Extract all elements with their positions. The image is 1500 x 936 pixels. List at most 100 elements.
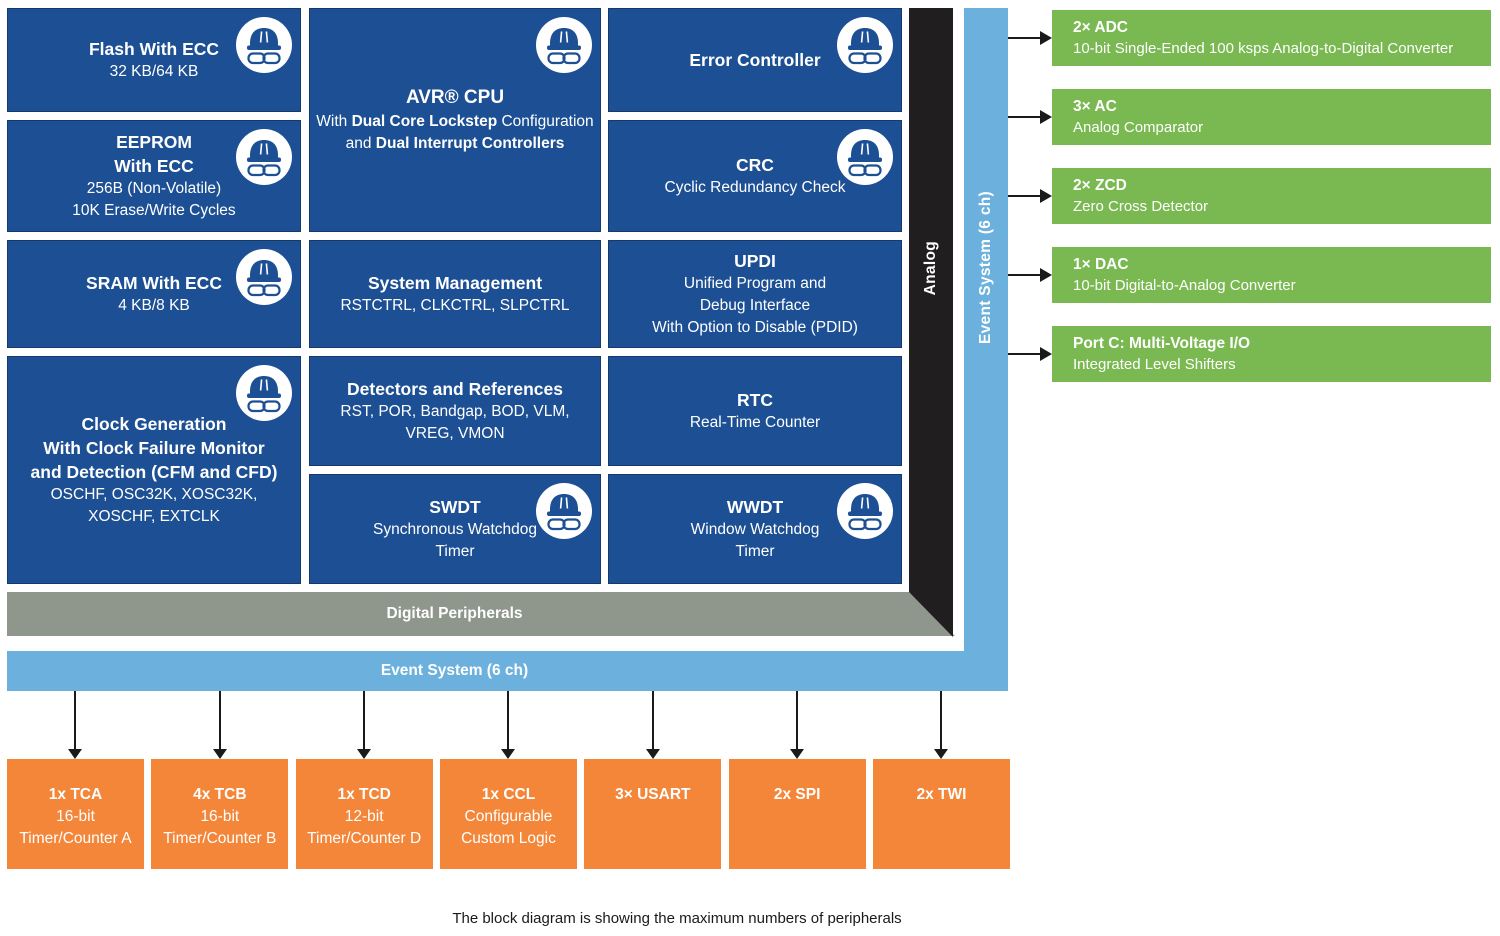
arrow-head bbox=[646, 749, 660, 759]
arrow-head bbox=[1040, 268, 1052, 282]
event-arrow-down bbox=[213, 691, 227, 759]
arrow-shaft bbox=[219, 691, 221, 749]
block-subtitle: Debug Interface bbox=[699, 297, 811, 314]
digital-box-tcb: 4x TCB 16-bit Timer/Counter B bbox=[151, 759, 289, 869]
block-subtitle: Timer bbox=[735, 543, 775, 560]
digital-peripherals-bar: Digital Peripherals bbox=[7, 592, 955, 636]
block-subtitle: RSTCTRL, CLKCTRL, SLPCTRL bbox=[340, 297, 570, 314]
event-system-vertical-label: Event System (6 ch) bbox=[977, 191, 994, 345]
safety-helmet-icon bbox=[536, 17, 592, 73]
block-updi: UPDI Unified Program and Debug Interface… bbox=[608, 240, 902, 348]
block-title: Error Controller bbox=[689, 50, 821, 70]
arrow-shaft bbox=[940, 691, 942, 749]
analog-box-ac: 3× AC Analog Comparator bbox=[1052, 89, 1491, 145]
digital-box-tcd: 1x TCD 12-bit Timer/Counter D bbox=[295, 759, 433, 869]
arrow-shaft bbox=[363, 691, 365, 749]
block-swdt: SWDT Synchronous Watchdog Timer bbox=[309, 474, 601, 584]
analog-box-title: 3× AC bbox=[1073, 98, 1117, 115]
arrow-shaft bbox=[652, 691, 654, 749]
block-subtitle: Real-Time Counter bbox=[689, 414, 821, 431]
block-subtitle: Synchronous Watchdog bbox=[373, 521, 537, 538]
arrow-head bbox=[501, 749, 515, 759]
block-system-management: System Management RSTCTRL, CLKCTRL, SLPC… bbox=[309, 240, 601, 348]
block-subtitle: With Dual Core Lockstep Configuration bbox=[316, 113, 594, 130]
digital-box-line: Timer/Counter D bbox=[307, 830, 422, 847]
block-detectors-references: Detectors and References RST, POR, Bandg… bbox=[309, 356, 601, 466]
safety-helmet-icon bbox=[837, 17, 893, 73]
safety-helmet-icon bbox=[837, 129, 893, 185]
digital-box-tca: 1x TCA 16-bit Timer/Counter A bbox=[7, 759, 144, 869]
block-title: Flash With ECC bbox=[88, 39, 220, 59]
digital-peripherals-row: 1x TCA 16-bit Timer/Counter A 4x TCB 16-… bbox=[7, 759, 1010, 869]
analog-label: Analog bbox=[922, 240, 939, 296]
safety-helmet-icon bbox=[536, 483, 592, 539]
digital-peripherals-label: Digital Peripherals bbox=[386, 605, 523, 622]
block-subtitle: 10K Erase/Write Cycles bbox=[72, 202, 236, 219]
arrow-head bbox=[934, 749, 948, 759]
analog-box-subtitle: Integrated Level Shifters bbox=[1073, 356, 1236, 373]
block-subtitle: Cyclic Redundancy Check bbox=[664, 179, 846, 196]
analog-box-title: Port C: Multi-Voltage I/O bbox=[1073, 335, 1251, 352]
digital-box-ccl: 1x CCL Configurable Custom Logic bbox=[439, 759, 577, 869]
safety-helmet-icon bbox=[837, 483, 893, 539]
block-subtitle: 32 KB/64 KB bbox=[109, 63, 199, 80]
arrow-head bbox=[790, 749, 804, 759]
digital-box-line: 16-bit bbox=[56, 808, 95, 825]
event-arrow-right bbox=[1008, 347, 1052, 361]
analog-box-title: 2× ZCD bbox=[1073, 177, 1127, 194]
digital-box-twi: 2x TWI bbox=[872, 759, 1010, 869]
block-title: With Clock Failure Monitor bbox=[43, 438, 265, 458]
digital-box-title: 2x TWI bbox=[916, 786, 967, 803]
digital-box-line: Custom Logic bbox=[461, 830, 556, 847]
event-arrow-down bbox=[357, 691, 371, 759]
block-title: RTC bbox=[737, 390, 773, 410]
event-arrow-right bbox=[1008, 268, 1052, 282]
safety-helmet-icon bbox=[236, 17, 292, 73]
digital-box-line: 16-bit bbox=[200, 808, 240, 825]
block-sram: SRAM With ECC 4 KB/8 KB bbox=[7, 240, 301, 348]
block-title: WWDT bbox=[726, 497, 784, 517]
digital-box-title: 1x TCA bbox=[48, 786, 103, 803]
block-subtitle: 256B (Non-Volatile) bbox=[86, 180, 222, 197]
analog-box-subtitle: 10-bit Single-Ended 100 ksps Analog-to-D… bbox=[1073, 40, 1454, 57]
block-rtc: RTC Real-Time Counter bbox=[608, 356, 902, 466]
block-title: UPDI bbox=[734, 251, 776, 271]
block-crc: CRC Cyclic Redundancy Check bbox=[608, 120, 902, 232]
arrow-shaft bbox=[1008, 195, 1041, 197]
analog-box-subtitle: 10-bit Digital-to-Analog Converter bbox=[1073, 277, 1296, 294]
arrow-head bbox=[213, 749, 227, 759]
digital-box-spi: 2x SPI bbox=[728, 759, 866, 869]
analog-box-zcd: 2× ZCD Zero Cross Detector bbox=[1052, 168, 1491, 224]
block-subtitle: and Dual Interrupt Controllers bbox=[345, 135, 565, 152]
arrow-shaft bbox=[796, 691, 798, 749]
analog-box-dac: 1× DAC 10-bit Digital-to-Analog Converte… bbox=[1052, 247, 1491, 303]
safety-helmet-icon bbox=[236, 129, 292, 185]
block-title: Clock Generation bbox=[81, 414, 227, 434]
digital-box-line: Configurable bbox=[464, 808, 553, 825]
arrow-head bbox=[1040, 110, 1052, 124]
block-title: System Management bbox=[367, 273, 543, 293]
diagram-caption: The block diagram is showing the maximum… bbox=[452, 910, 902, 927]
digital-box-title: 1x CCL bbox=[481, 786, 536, 803]
digital-box-title: 2x SPI bbox=[773, 786, 821, 803]
block-title: With ECC bbox=[114, 156, 194, 176]
analog-box-title: 1× DAC bbox=[1073, 256, 1129, 273]
block-title: SWDT bbox=[429, 497, 481, 517]
block-title: and Detection (CFM and CFD) bbox=[30, 462, 278, 482]
analog-box-title: 2× ADC bbox=[1073, 19, 1128, 36]
arrow-head bbox=[1040, 31, 1052, 45]
block-subtitle: Window Watchdog bbox=[690, 521, 820, 538]
block-title: SRAM With ECC bbox=[86, 273, 222, 293]
safety-helmet-icon bbox=[236, 365, 292, 421]
block-subtitle: VREG, VMON bbox=[405, 425, 505, 442]
arrow-head bbox=[68, 749, 82, 759]
block-eeprom: EEPROM With ECC 256B (Non-Volatile) 10K … bbox=[7, 120, 301, 232]
event-arrow-right bbox=[1008, 189, 1052, 203]
arrow-head bbox=[357, 749, 371, 759]
arrow-shaft bbox=[1008, 353, 1041, 355]
block-wwdt: WWDT Window Watchdog Timer bbox=[608, 474, 902, 584]
digital-box-title: 1x TCD bbox=[337, 786, 391, 803]
arrow-shaft bbox=[1008, 116, 1041, 118]
block-subtitle: 4 KB/8 KB bbox=[118, 297, 190, 314]
